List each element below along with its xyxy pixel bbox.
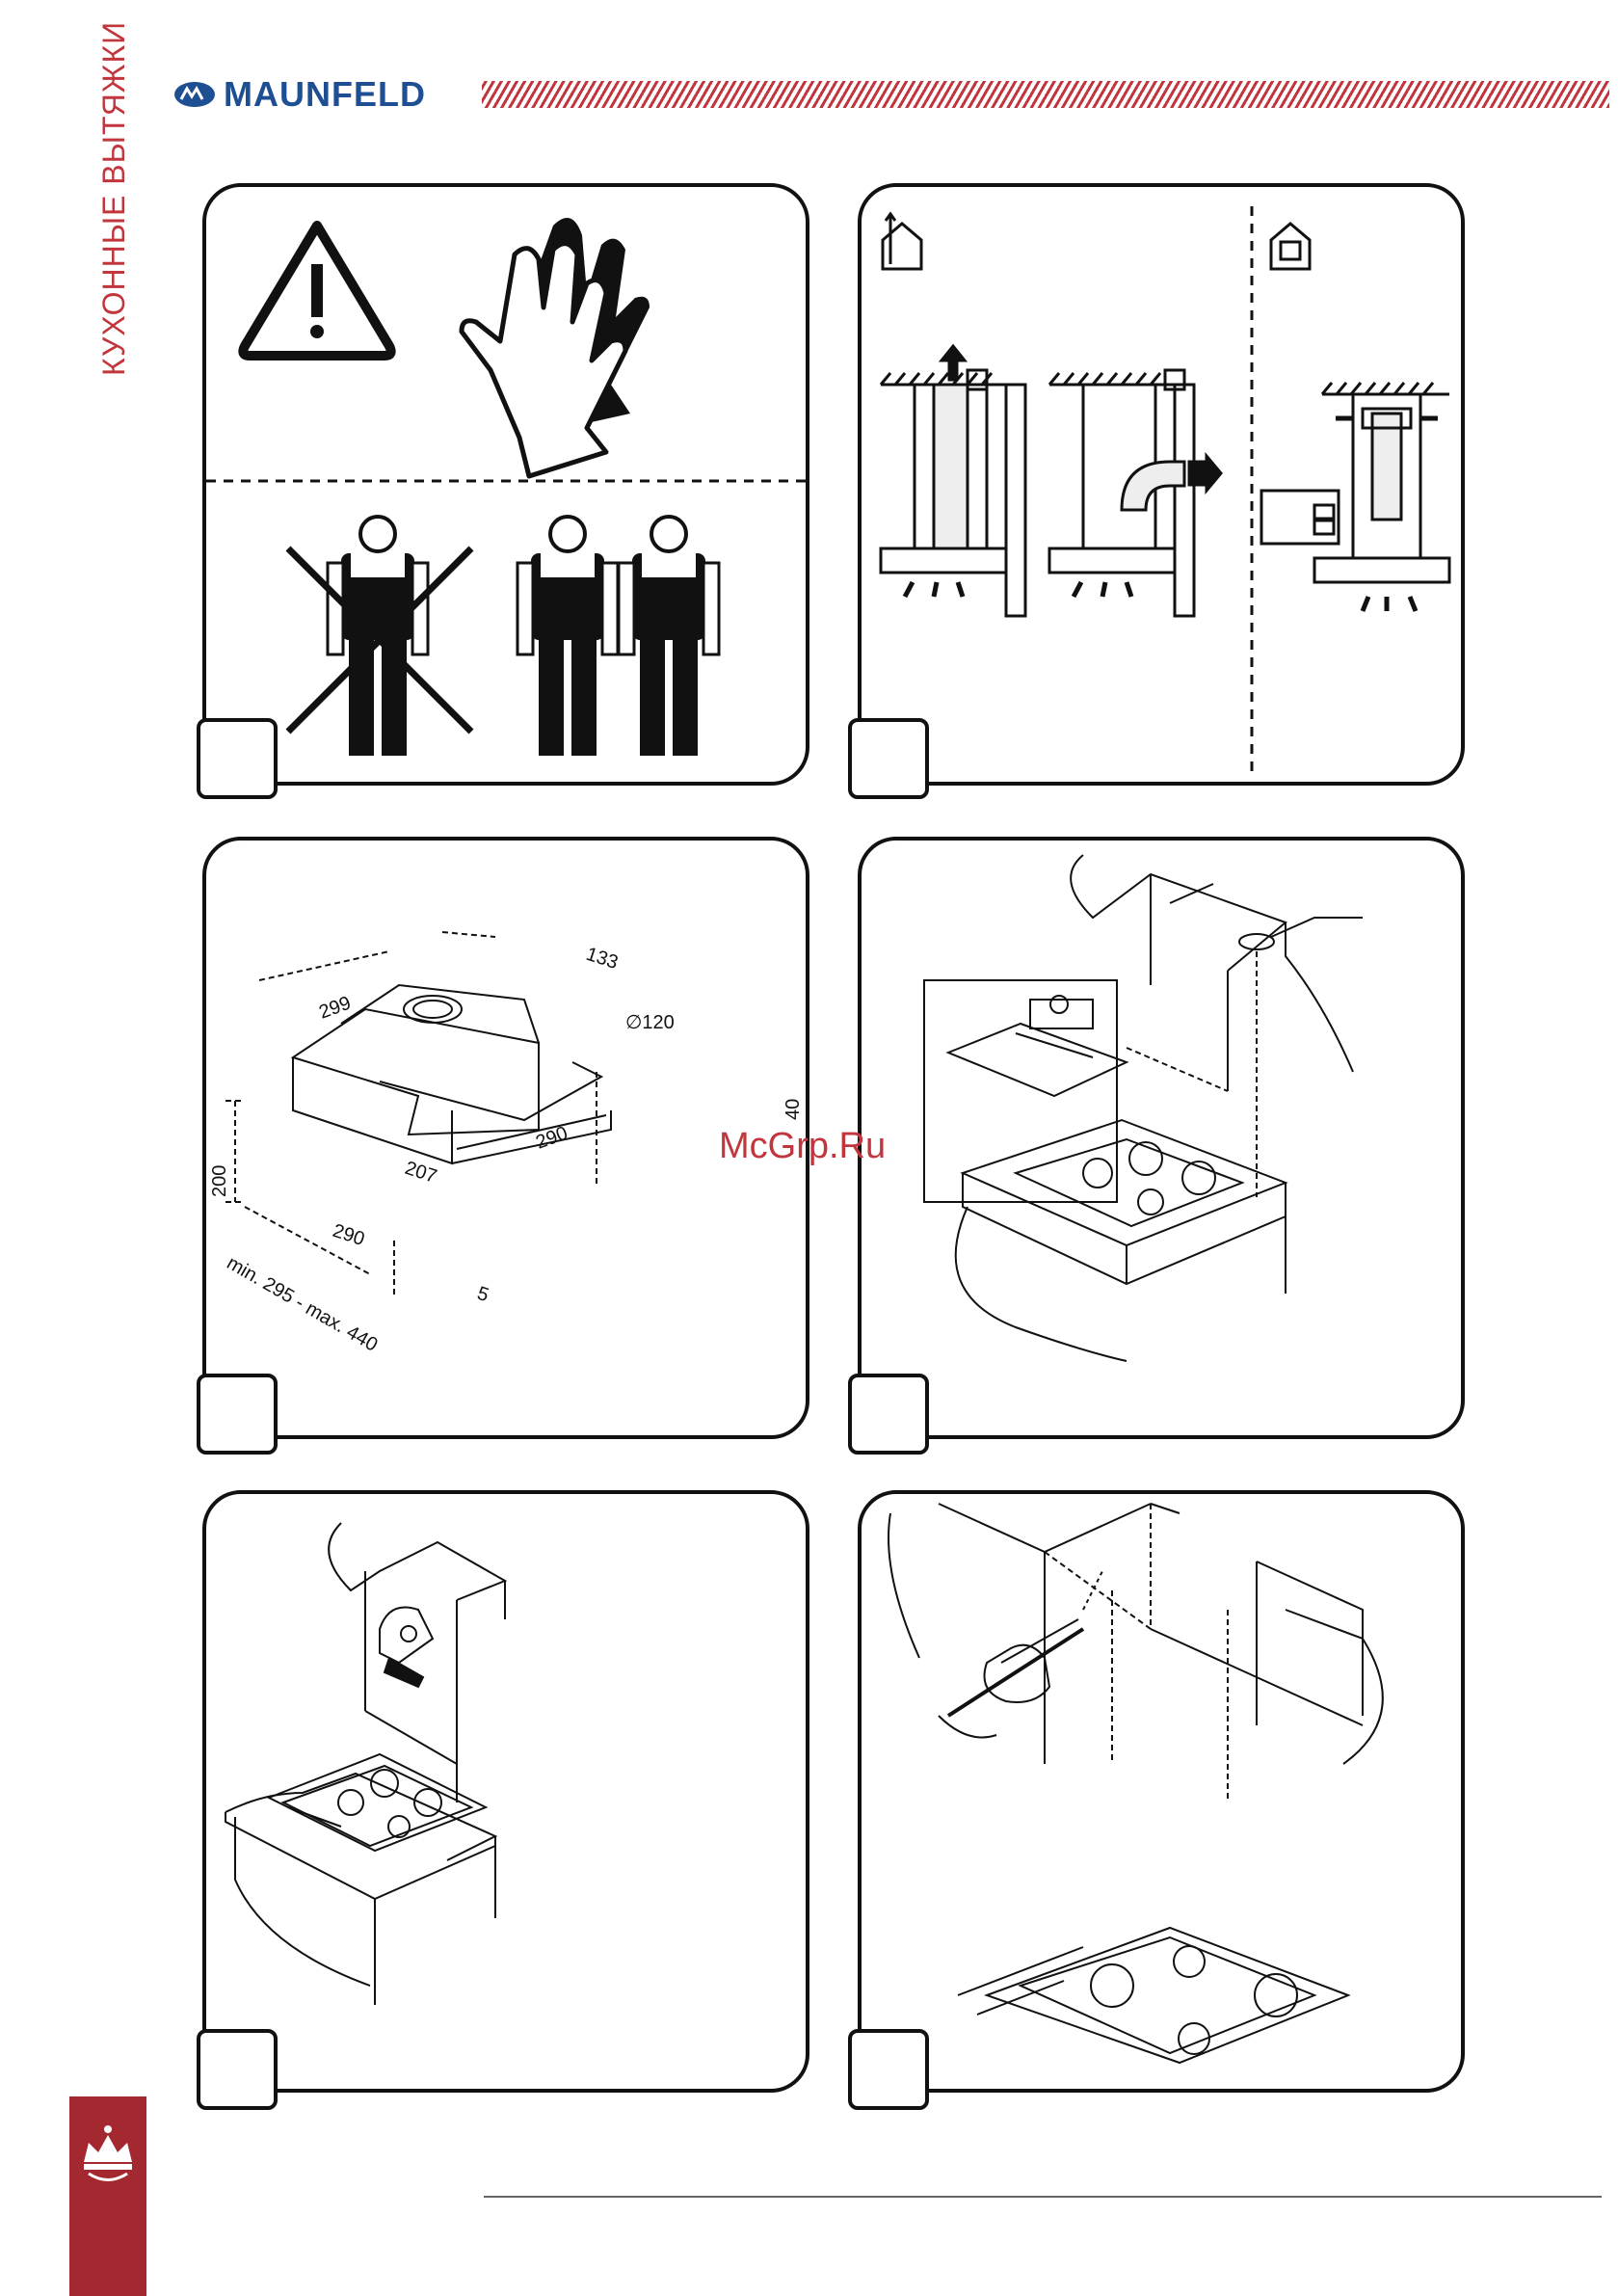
brand-emblem-icon xyxy=(173,80,216,109)
step-number-2 xyxy=(848,718,929,799)
exhaust-hood-diagram-1 xyxy=(881,346,1025,616)
dim-290-bottom: 290 xyxy=(330,1220,367,1250)
panel-operation-modes xyxy=(858,183,1465,786)
dim-200: 200 xyxy=(209,1165,230,1197)
dim-40: 40 xyxy=(782,1099,804,1120)
watermark: McGrp.Ru xyxy=(719,1126,886,1167)
panel-safety xyxy=(202,183,809,786)
exhaust-hood-diagram-2 xyxy=(1049,370,1221,616)
recirculation-house-icon xyxy=(1271,224,1310,269)
dim-120: ∅120 xyxy=(625,1012,675,1033)
section-title: КУХОННЫЕ ВЫТЯЖКИ xyxy=(96,21,132,376)
marking-holes-drawing xyxy=(889,1504,1383,2063)
dim-133: 133 xyxy=(583,944,621,974)
step-number-5 xyxy=(197,2029,278,2110)
panel-cutting xyxy=(202,1490,809,2093)
brand-name: MAUNFELD xyxy=(224,74,426,115)
footer-red-bar xyxy=(69,2096,146,2296)
single-person-crossed-icon xyxy=(288,517,471,756)
step-number-1 xyxy=(197,718,278,799)
panel-marking xyxy=(858,1490,1465,2093)
header-hatch-bar xyxy=(482,81,1609,108)
warning-triangle-icon xyxy=(243,226,390,356)
cabinet-and-hob-drawing xyxy=(924,855,1363,1361)
step-number-4 xyxy=(848,1374,929,1455)
footer-rule xyxy=(484,2196,1602,2198)
jigsaw-cutting-drawing xyxy=(225,1523,505,2005)
recirculation-hood-diagram xyxy=(1261,383,1449,611)
hood-dimension-drawing xyxy=(225,932,611,1298)
brand-logo: MAUNFELD xyxy=(173,75,426,114)
crown-emblem-icon xyxy=(69,2114,146,2191)
panel-installation xyxy=(858,837,1465,1439)
two-people-icon xyxy=(517,517,719,756)
step-number-6 xyxy=(848,2029,929,2110)
dim-5: 5 xyxy=(474,1283,491,1306)
dim-207: 207 xyxy=(402,1158,439,1188)
gloves-icon xyxy=(462,218,650,476)
exhaust-house-icon xyxy=(883,214,921,269)
step-number-3 xyxy=(197,1374,278,1455)
